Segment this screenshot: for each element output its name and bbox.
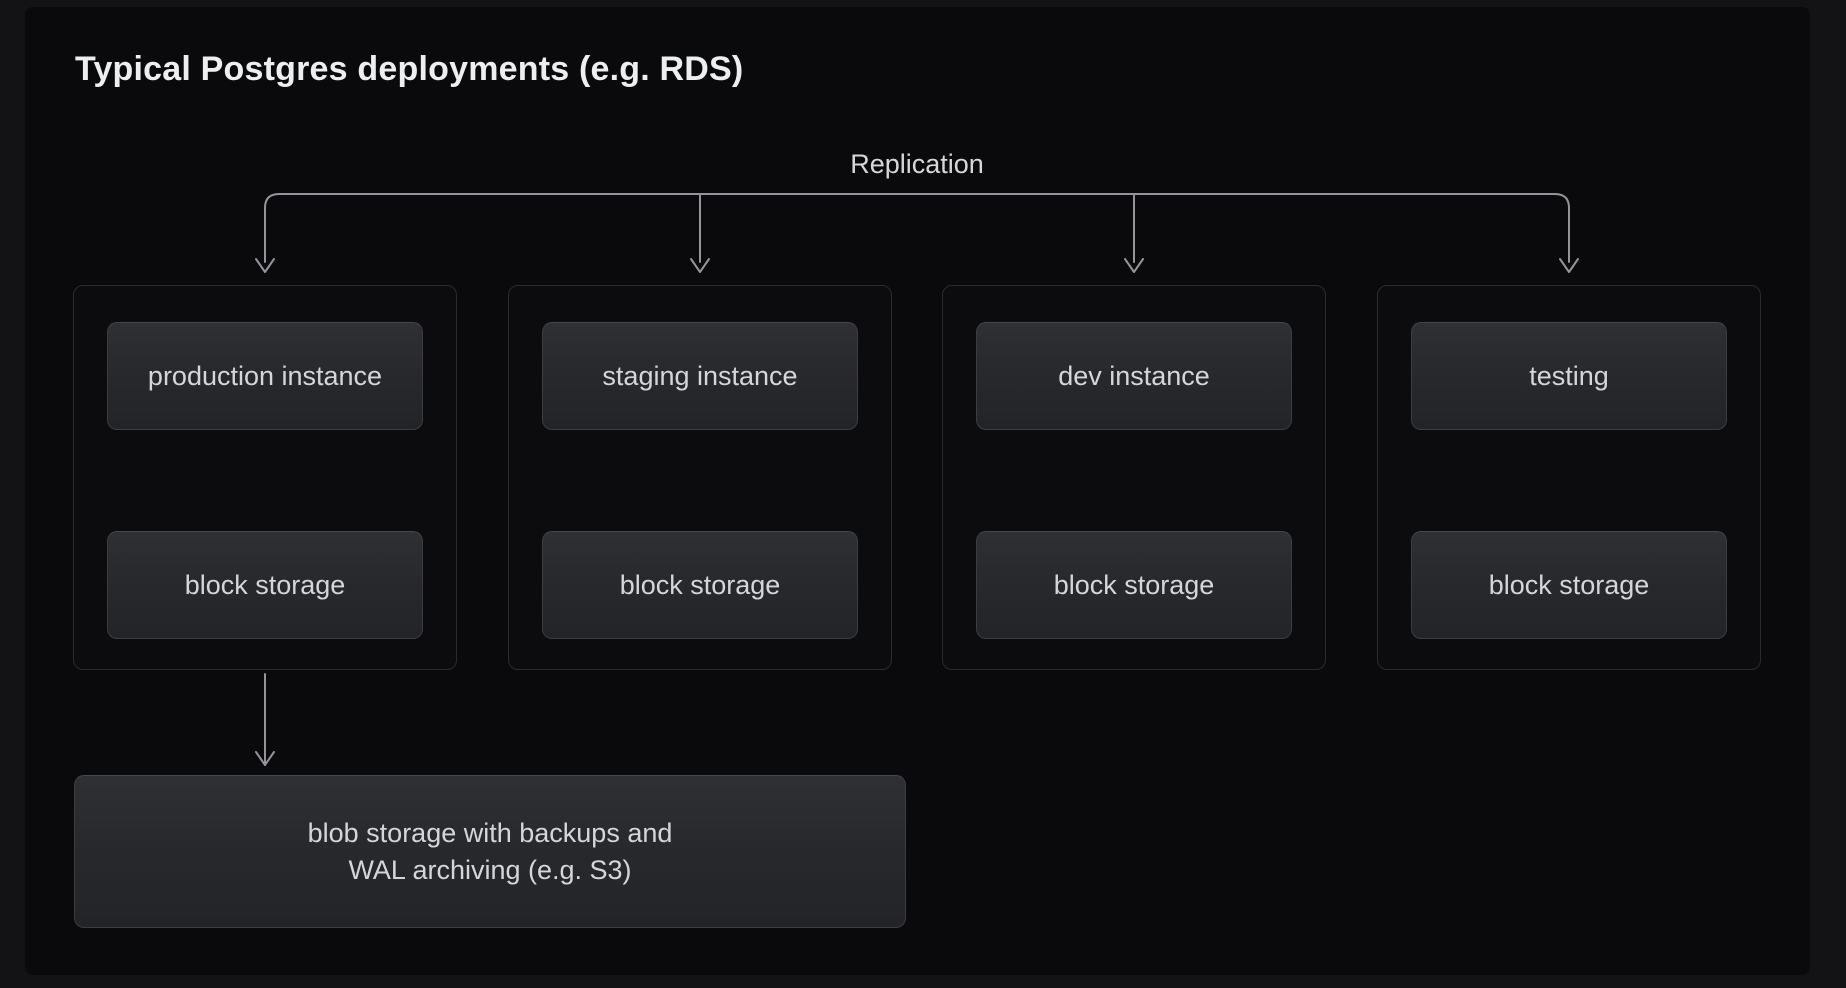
- node-label: production instance: [147, 360, 383, 391]
- node-staging-block-storage: block storage: [542, 531, 858, 639]
- blob-storage-line1: blob storage with backups and: [307, 817, 673, 848]
- group-staging: staging instance block storage: [508, 285, 892, 670]
- node-testing-instance: testing: [1411, 322, 1727, 430]
- node-staging-instance: staging instance: [542, 322, 858, 430]
- blob-storage-line2: WAL archiving (e.g. S3): [348, 854, 632, 885]
- group-testing: testing block storage: [1377, 285, 1761, 670]
- node-label: staging instance: [602, 360, 798, 391]
- diagram-title: Typical Postgres deployments (e.g. RDS): [75, 50, 744, 88]
- node-production-instance: production instance: [107, 322, 423, 430]
- node-label: testing: [1529, 360, 1609, 391]
- node-label: block storage: [1488, 569, 1650, 600]
- node-label: block storage: [184, 569, 346, 600]
- group-production: production instance block storage: [73, 285, 457, 670]
- node-dev-instance: dev instance: [976, 322, 1292, 430]
- node-label: dev instance: [1058, 360, 1210, 391]
- node-blob-storage: blob storage with backups and WAL archiv…: [74, 775, 906, 928]
- node-label: block storage: [1053, 569, 1215, 600]
- node-label: block storage: [619, 569, 781, 600]
- node-production-block-storage: block storage: [107, 531, 423, 639]
- node-dev-block-storage: block storage: [976, 531, 1292, 639]
- group-dev: dev instance block storage: [942, 285, 1326, 670]
- replication-label: Replication: [850, 149, 984, 179]
- node-testing-block-storage: block storage: [1411, 531, 1727, 639]
